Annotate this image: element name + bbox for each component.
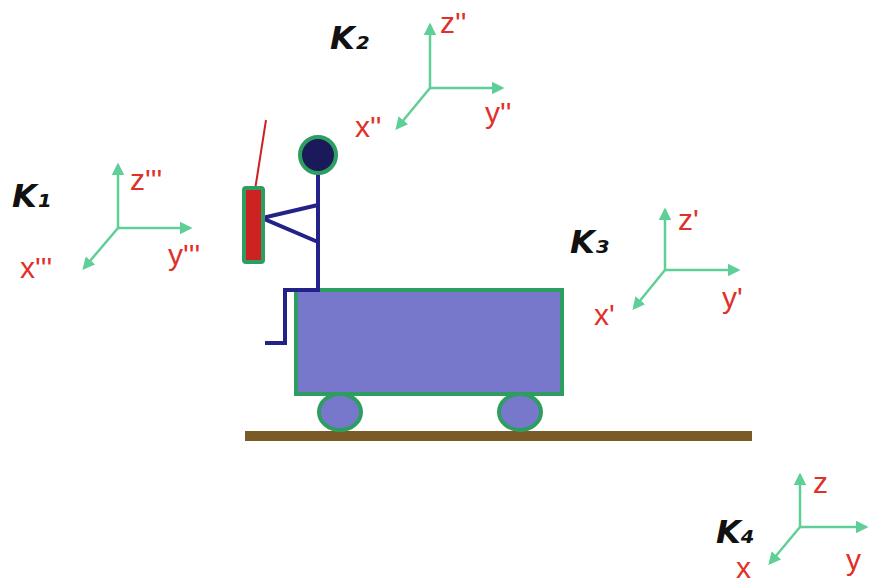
cart-body [296, 290, 562, 394]
wheel [499, 394, 541, 430]
axis-label: y [846, 545, 861, 575]
antenna [255, 120, 266, 190]
axis-label: y' [722, 283, 743, 313]
person-body [316, 172, 320, 292]
person-head [300, 137, 336, 173]
person-arm [262, 205, 318, 242]
axis-label: x [736, 553, 751, 583]
axis-label: z''' [130, 165, 162, 195]
axis-label: y'' [485, 98, 511, 128]
axis-label: z'' [440, 8, 466, 38]
axis-label: x''' [20, 253, 52, 283]
wheel [319, 394, 361, 430]
axis-label: x'' [355, 112, 381, 142]
ground [245, 431, 752, 441]
frame-name: K₃ [570, 226, 609, 258]
frame-name: K₄ [716, 516, 755, 548]
axis-label: z [813, 468, 828, 498]
frame-name: K₂ [330, 22, 369, 54]
person-leg [265, 290, 318, 343]
axis-label: y''' [168, 240, 200, 270]
remote-control [244, 188, 263, 262]
frame-name: K₁ [12, 180, 51, 212]
axis-label: z' [678, 205, 699, 235]
axis-label: x' [594, 300, 615, 330]
